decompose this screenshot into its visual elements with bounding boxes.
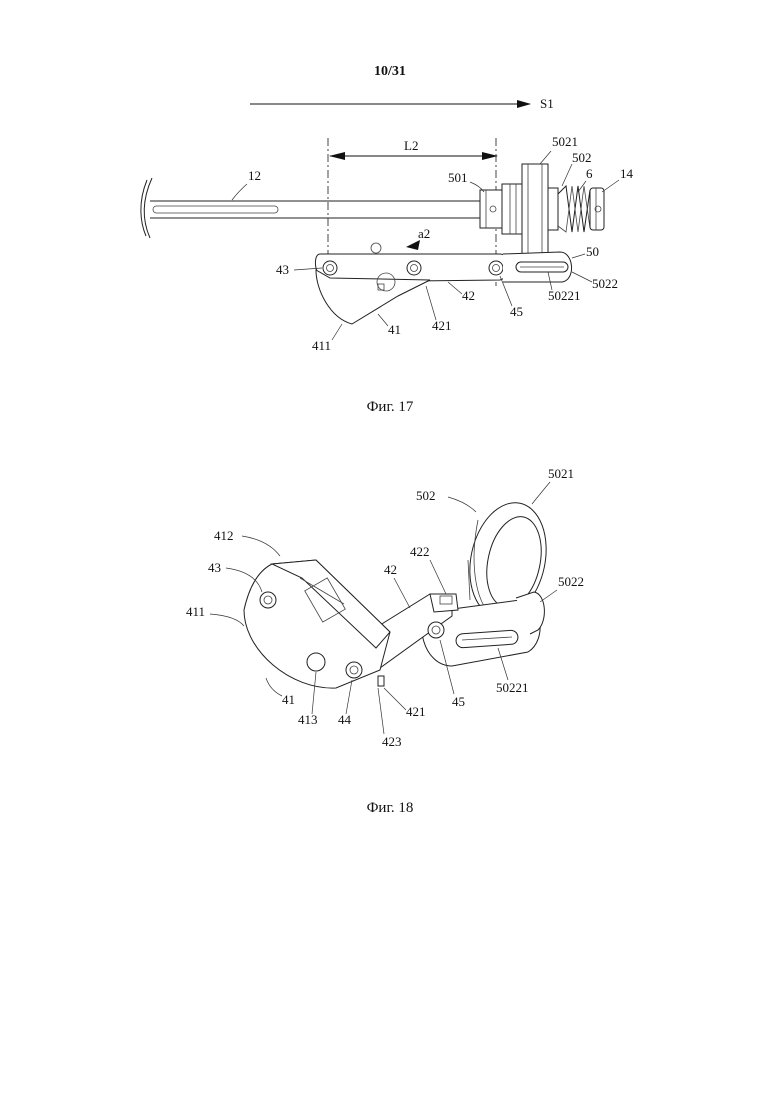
pin-45 <box>428 622 444 638</box>
label-502: 502 <box>572 150 592 165</box>
label-14: 14 <box>620 166 634 181</box>
label-411: 411 <box>312 338 331 353</box>
label-6: 6 <box>586 166 593 181</box>
label-50: 50 <box>586 244 599 259</box>
label-a2: a2 <box>418 226 430 241</box>
label-12: 12 <box>248 168 261 183</box>
collar-502 <box>502 164 558 254</box>
figure-17-caption: Фиг. 17 <box>290 399 490 416</box>
label-5021: 5021 <box>548 466 574 481</box>
pin-44 <box>346 662 362 678</box>
label-44: 44 <box>338 712 352 727</box>
label-43: 43 <box>208 560 221 575</box>
label-501: 501 <box>448 170 468 185</box>
label-5021: 5021 <box>552 134 578 149</box>
label-45: 45 <box>510 304 523 319</box>
plate-41 <box>244 560 390 688</box>
label-422: 422 <box>410 544 430 559</box>
block-501 <box>480 190 502 228</box>
label-423: 423 <box>382 734 402 749</box>
label-43: 43 <box>276 262 289 277</box>
fig17-labels: 12 5021 502 6 14 501 50 5022 a2 43 42 45… <box>232 134 634 353</box>
angle-marker-a2 <box>406 240 420 250</box>
label-5022: 5022 <box>592 276 618 291</box>
pin-43 <box>260 592 276 608</box>
label-50221: 50221 <box>548 288 581 303</box>
label-412: 412 <box>214 528 234 543</box>
direction-label: S1 <box>540 96 554 111</box>
end-cap-14 <box>590 188 604 230</box>
slot-arm-5022 <box>503 252 572 282</box>
shaft-12 <box>141 178 488 238</box>
dimension-label-l2: L2 <box>404 138 418 153</box>
figure-18-caption: Фиг. 18 <box>290 800 490 817</box>
label-42: 42 <box>384 562 397 577</box>
label-421: 421 <box>432 318 452 333</box>
label-421: 421 <box>406 704 426 719</box>
label-5022: 5022 <box>558 574 584 589</box>
label-41: 41 <box>282 692 295 707</box>
label-502: 502 <box>416 488 436 503</box>
figure-18: 5021 502 412 422 43 42 5022 411 50221 45… <box>186 466 584 749</box>
label-413: 413 <box>298 712 318 727</box>
label-411: 411 <box>186 604 205 619</box>
label-42: 42 <box>462 288 475 303</box>
pin-423 <box>378 676 384 686</box>
spring-6 <box>558 186 590 232</box>
pin-mid <box>407 261 421 275</box>
label-45: 45 <box>452 694 465 709</box>
pin-43 <box>323 261 337 275</box>
label-50221: 50221 <box>496 680 529 695</box>
label-41: 41 <box>388 322 401 337</box>
figure-17: S1 L2 <box>141 96 634 353</box>
pin-45 <box>489 261 503 275</box>
